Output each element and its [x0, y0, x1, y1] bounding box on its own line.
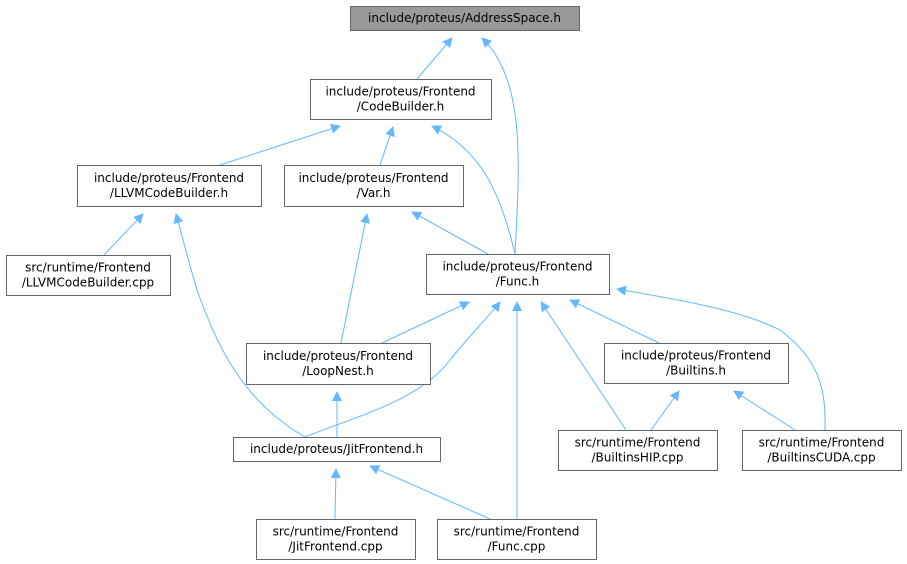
node-box — [558, 430, 718, 471]
node-var[interactable]: include/proteus/Frontend/Var.h — [284, 165, 464, 207]
edge-cb-to-addr — [416, 37, 453, 80]
node-label-line: include/proteus/Frontend — [298, 171, 448, 185]
edge-loopnest-to-var — [340, 213, 371, 344]
node-label-line: /CodeBuilder.h — [357, 100, 445, 114]
node-box — [246, 343, 431, 385]
edge-jitcpp-to-jit — [330, 468, 341, 520]
node-func[interactable]: include/proteus/Frontend/Func.h — [426, 254, 610, 295]
node-label-line: src/runtime/Frontend — [759, 436, 885, 450]
node-funccpp[interactable]: src/runtime/Frontend/Func.cpp — [437, 519, 597, 560]
node-jitcpp[interactable]: src/runtime/Frontend/JitFrontend.cpp — [256, 519, 416, 560]
node-loopnest[interactable]: include/proteus/Frontend/LoopNest.h — [246, 343, 431, 385]
edge-bcuda-to-func — [616, 285, 826, 431]
node-box — [426, 254, 610, 295]
node-box — [437, 519, 597, 560]
nodes: include/proteus/AddressSpace.h include/pr… — [6, 6, 902, 560]
edge-bhip-to-builtins — [650, 390, 680, 431]
node-label-line: /Var.h — [357, 186, 391, 200]
edge-func-to-addr — [481, 37, 519, 255]
edge-var-to-cb — [379, 126, 395, 166]
edge-func-to-var — [411, 211, 489, 255]
node-bcuda[interactable]: src/runtime/Frontend/BuiltinsCUDA.cpp — [742, 430, 902, 471]
node-cb[interactable]: include/proteus/Frontend/CodeBuilder.h — [310, 79, 492, 120]
edge-jit-to-llvmcb — [173, 213, 306, 438]
node-label-line: include/proteus/Frontend — [621, 349, 771, 363]
node-label-line: include/proteus/JitFrontend.h — [250, 442, 423, 456]
node-label-line: /LoopNest.h — [302, 364, 374, 378]
node-box — [256, 519, 416, 560]
node-jit[interactable]: include/proteus/JitFrontend.h — [233, 437, 441, 462]
node-box — [6, 255, 171, 296]
node-addr: include/proteus/AddressSpace.h — [350, 6, 580, 31]
node-box — [310, 79, 492, 120]
edge-llvmcbcpp-to-llvmcb — [103, 213, 144, 256]
node-label-line: src/runtime/Frontend — [575, 436, 701, 450]
node-label-line: src/runtime/Frontend — [454, 525, 580, 539]
node-label-line: include/proteus/Frontend — [442, 260, 592, 274]
node-label-line: /Func.h — [496, 275, 540, 289]
edge-builtins-to-func — [569, 299, 660, 344]
node-bhip[interactable]: src/runtime/Frontend/BuiltinsHIP.cpp — [558, 430, 718, 471]
node-label-line: include/proteus/Frontend — [263, 349, 413, 363]
node-box — [742, 430, 902, 471]
edge-llvmcb-to-cb — [219, 124, 341, 166]
node-label-line: /JitFrontend.cpp — [288, 540, 382, 554]
edge-func-to-cb — [431, 125, 516, 255]
node-box — [77, 165, 262, 207]
node-label-line: src/runtime/Frontend — [25, 261, 151, 275]
node-label-line: include/proteus/AddressSpace.h — [368, 11, 561, 25]
node-box — [233, 437, 441, 462]
node-label-line: /BuiltinsCUDA.cpp — [767, 451, 875, 465]
node-llvmcb[interactable]: include/proteus/Frontend/LLVMCodeBuilder… — [77, 165, 262, 207]
edge-bhip-to-func — [540, 301, 627, 431]
node-label-line: src/runtime/Frontend — [273, 525, 399, 539]
node-label-line: /Builtins.h — [666, 364, 726, 378]
edge-funccpp-to-jit — [369, 465, 491, 520]
node-label-line: /Func.cpp — [488, 540, 546, 554]
edge-loopnest-to-func — [381, 301, 470, 344]
edge-bcuda-to-builtins — [733, 390, 796, 431]
node-box — [284, 165, 464, 207]
node-label-line: include/proteus/Frontend — [325, 85, 475, 99]
node-label-line: /LLVMCodeBuilder.h — [110, 186, 228, 200]
node-llvmcbcpp[interactable]: src/runtime/Frontend/LLVMCodeBuilder.cpp — [6, 255, 171, 296]
node-label-line: /BuiltinsHIP.cpp — [591, 451, 683, 465]
node-box — [350, 6, 580, 31]
node-builtins[interactable]: include/proteus/Frontend/Builtins.h — [604, 343, 789, 384]
edges — [103, 37, 826, 520]
node-label-line: include/proteus/Frontend — [94, 171, 244, 185]
edge-jit-to-func — [304, 301, 501, 438]
node-box — [604, 343, 789, 384]
node-label-line: /LLVMCodeBuilder.cpp — [22, 276, 154, 290]
